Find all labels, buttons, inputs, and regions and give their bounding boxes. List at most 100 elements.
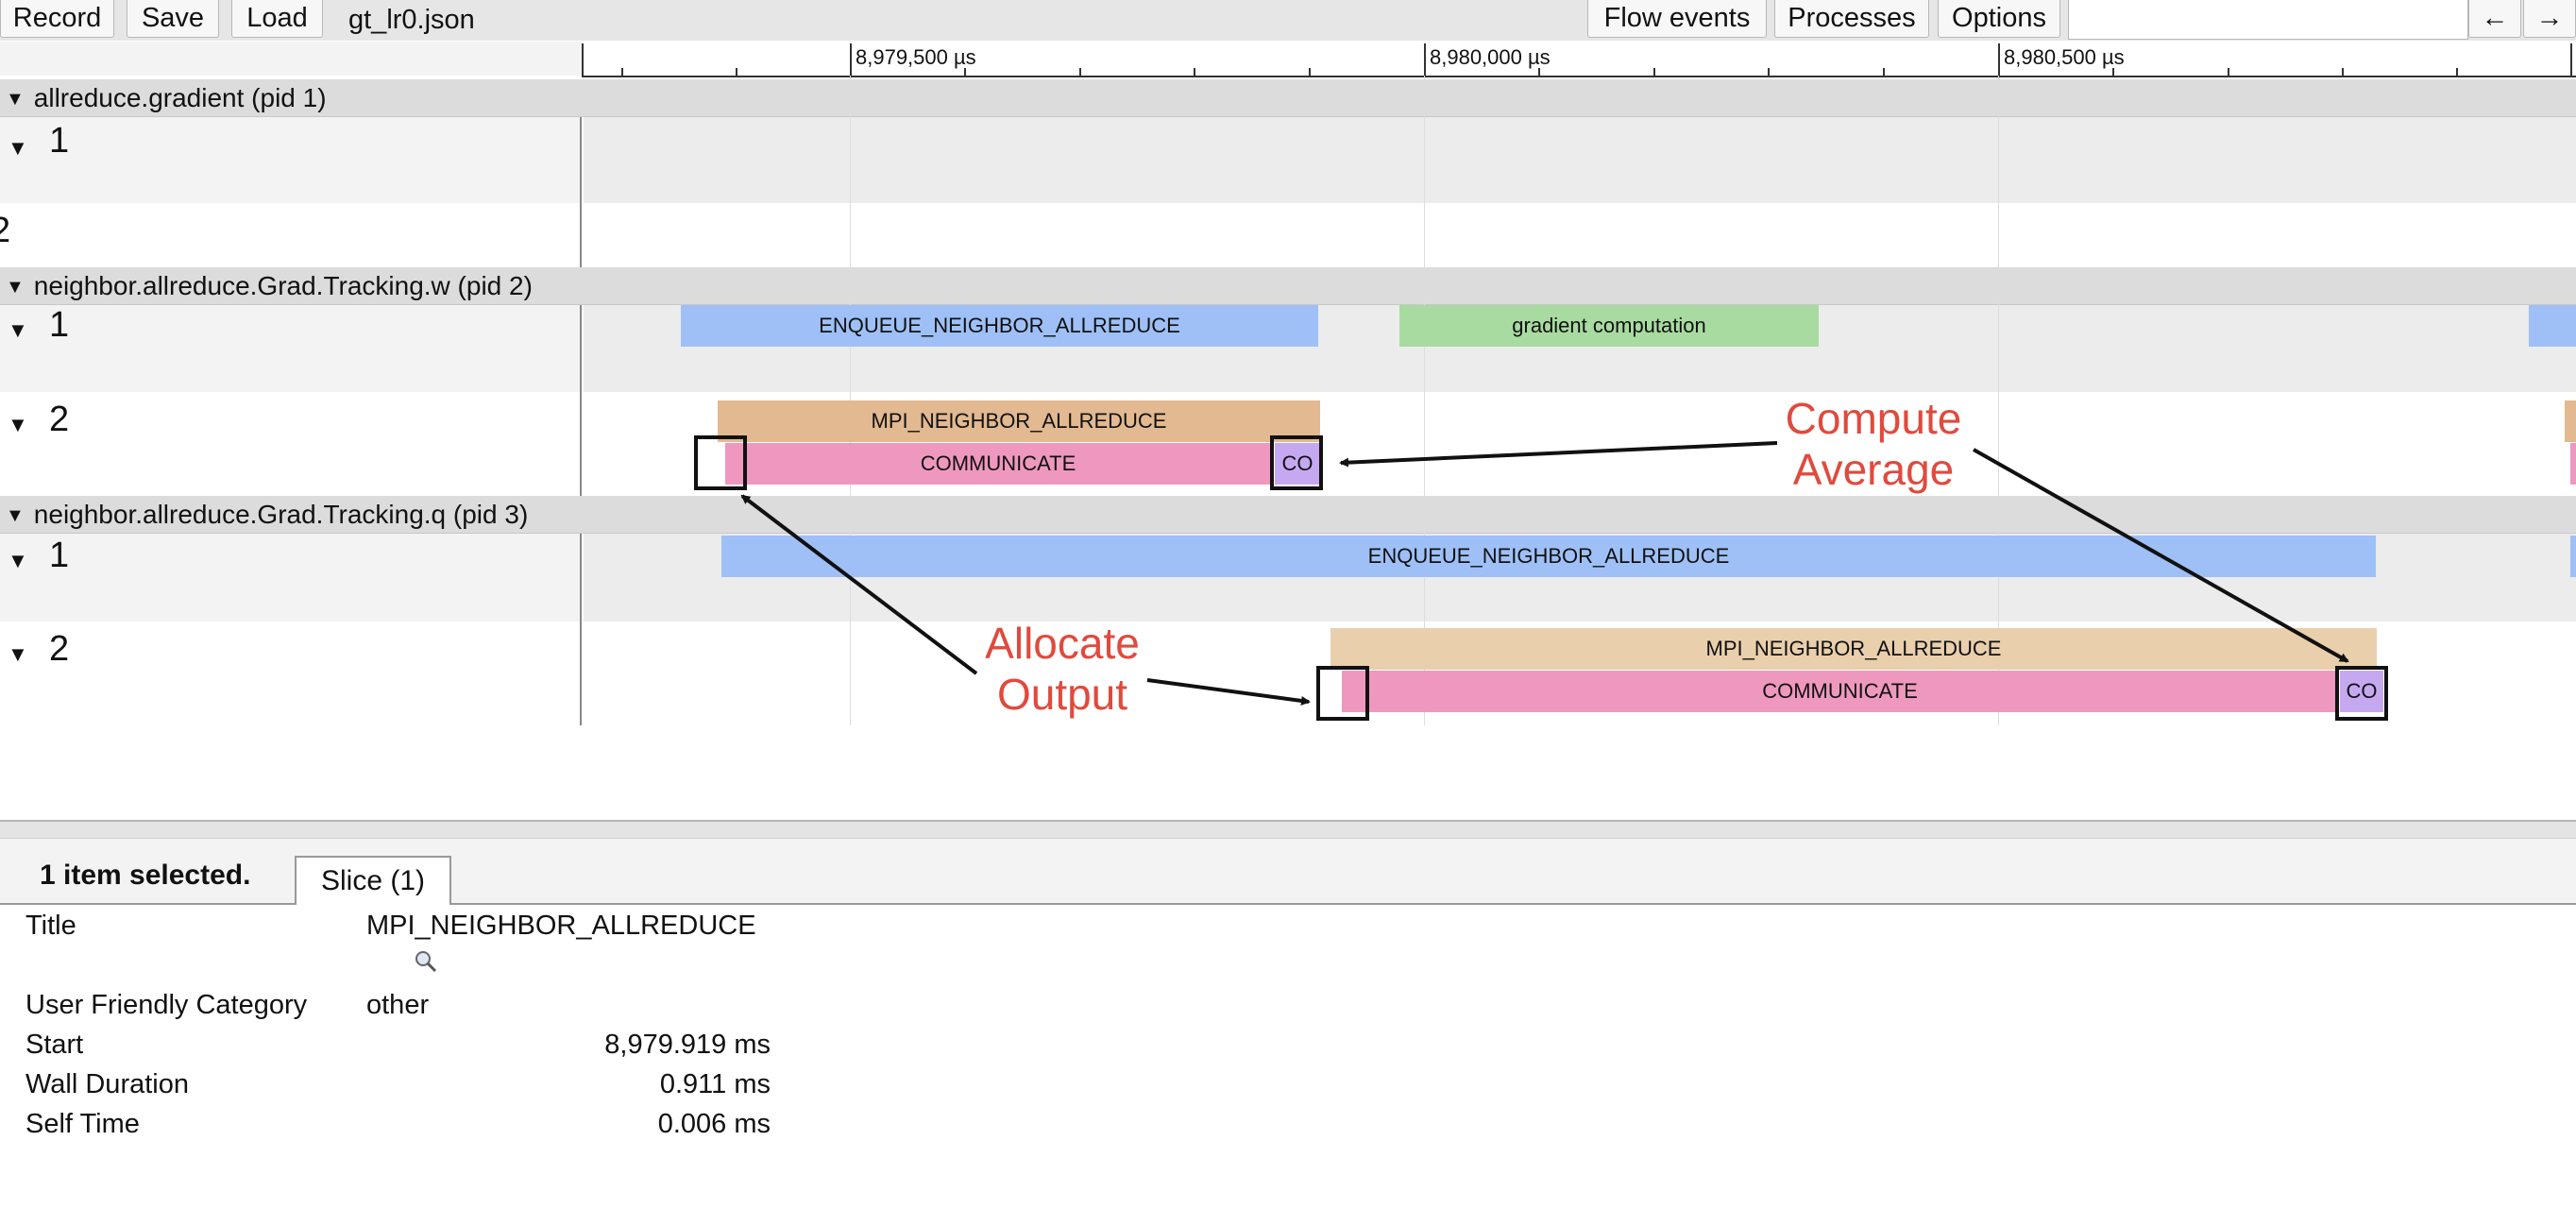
annotation-line: Output [996,670,1128,719]
prop-value-start: 8,979.919 ms [604,1030,771,1060]
slice-mpi-neighbor-allreduce[interactable]: MPI_NEIGHBOR_ALLREDUCE [1330,628,2377,670]
collapse-triangle-icon[interactable]: ▼ [8,413,28,436]
thread-id: 2 [49,629,70,669]
ruler-tick [1653,68,1655,76]
ruler-tick [2342,68,2344,76]
ruler-tick [1309,68,1311,76]
slice-gradient-computation[interactable]: gradient computation [1399,305,1819,347]
collapse-triangle-icon[interactable]: ▼ [6,505,25,526]
ruler-tick [1538,68,1540,76]
panel-resize-handle[interactable] [0,820,2576,839]
thread-label-pid1-t1[interactable]: ▼ 1 [0,117,582,203]
prop-label-category: User Friendly Category [25,990,308,1020]
ruler-label: 8,979,500 µs [856,45,976,69]
process-name: allreduce.gradient (pid 1) [33,83,327,112]
ruler-tick [1079,68,1081,76]
thread-id: 2 [49,400,70,439]
thread-track-pid1-t1[interactable] [584,117,2576,203]
gridline [1424,76,1425,725]
slice-mpi-neighbor-allreduce[interactable]: MPI_NEIGHBOR_ALLREDUCE [718,400,1320,442]
save-button[interactable]: Save [127,0,219,38]
collapse-triangle-icon[interactable]: ▼ [6,277,25,298]
ruler-label: 8,980,500 µs [2004,45,2125,69]
thread-id: 2 [0,211,11,250]
ruler-tick [1194,68,1195,76]
allocate-output-highlight [1316,666,1369,721]
thread-track-pid1-t2[interactable] [584,203,2576,267]
slice-edge[interactable] [2570,536,2576,577]
load-button[interactable]: Load [231,0,323,38]
process-name: neighbor.allreduce.Grad.Tracking.q (pid … [33,500,529,529]
thread-label-pid1-t2[interactable]: 2 [0,203,582,267]
arrow-to-allocate-output [1146,678,1311,706]
ruler-tick [1768,68,1770,76]
ruler-tick [2112,68,2114,76]
ruler-tick [1998,43,2000,76]
selection-count: 1 item selected. [40,860,251,891]
options-button[interactable]: Options [1938,0,2060,38]
gridline [1998,76,1999,725]
process-header-pid2[interactable]: ▼neighbor.allreduce.Grad.Tracking.w (pid… [0,267,2576,305]
collapse-triangle-icon[interactable]: ▼ [8,136,28,160]
ruler-tick [621,68,623,76]
compute-average-highlight [1270,435,1323,490]
collapse-triangle-icon[interactable]: ▼ [8,549,28,572]
slice-edge[interactable] [2565,400,2576,442]
process-header-pid1[interactable]: ▼ allreduce.gradient (pid 1) [0,79,2576,117]
annotation-line: Average [1792,445,1955,494]
allocate-output-highlight [694,435,747,490]
ruler-tick [2570,43,2572,76]
slice-enqueue-neighbor-allreduce[interactable]: ENQUEUE_NEIGHBOR_ALLREDUCE [721,536,2376,577]
collapse-triangle-icon[interactable]: ▼ [8,318,28,342]
arrow-to-compute-average [1973,448,2349,663]
slice-edge[interactable] [2529,305,2576,347]
thread-label-pid2-t1[interactable]: ▼ 1 [0,305,582,392]
processes-button[interactable]: Processes [1774,0,1929,38]
nav-back-button[interactable]: ← [2468,0,2521,38]
prop-value-title: MPI_NEIGHBOR_ALLREDUCE [366,911,756,941]
slice-enqueue-neighbor-allreduce[interactable]: ENQUEUE_NEIGHBOR_ALLREDUCE [681,305,1318,347]
collapse-triangle-icon[interactable]: ▼ [8,642,28,666]
prop-label-start: Start [25,1030,84,1060]
nav-forward-button[interactable]: → [2523,0,2576,38]
magnifier-icon[interactable] [414,949,438,974]
prop-value-category: other [366,990,430,1020]
slice-communicate[interactable]: COMMUNICATE [1342,671,2338,712]
annotation-line: Allocate [985,619,1140,668]
thread-label-pid3-t1[interactable]: ▼ 1 [0,534,582,622]
slice-compute-average[interactable]: CO [1275,443,1320,485]
arrow-to-compute-average [1339,441,1778,468]
ruler-label: 8,980,000 µs [1430,45,1551,69]
ruler-tick [964,68,966,76]
tab-slice[interactable]: Slice (1) [295,856,452,905]
ruler-tick [582,43,584,76]
record-button[interactable]: Record [0,0,114,38]
thread-id: 1 [49,121,70,161]
annotation-arrows [740,441,2349,706]
arrow-to-allocate-output [740,494,978,675]
thread-label-pid2-t2[interactable]: ▼ 2 [0,392,582,496]
analysis-panel-header: 1 item selected. Slice (1) [0,839,2576,905]
ruler-gutter [0,42,582,76]
trace-filename: gt_lr0.json [348,5,475,35]
ruler-tick [1424,43,1426,76]
ruler-tick [736,68,737,76]
time-ruler[interactable]: 8,979,500 µs 8,980,000 µs 8,980,500 µs [582,42,2576,77]
flow-events-button[interactable]: Flow events [1587,0,1767,38]
ruler-tick [2456,68,2458,76]
search-input[interactable] [2068,0,2468,40]
annotation-allocate-output: Allocate Output [954,618,1171,720]
annotation-compute-average: Compute Average [1760,393,1987,495]
process-header-pid3[interactable]: ▼ neighbor.allreduce.Grad.Tracking.q (pid… [0,496,2576,534]
thread-label-pid3-t2[interactable]: ▼ 2 [0,622,582,725]
prop-label-wall-duration: Wall Duration [25,1069,189,1099]
collapse-triangle-icon[interactable]: ▼ [6,89,25,110]
slice-communicate[interactable]: COMMUNICATE [725,443,1271,485]
slice-edge[interactable] [2570,443,2576,485]
compute-average-highlight [2335,666,2388,721]
ruler-tick [2228,68,2229,76]
toolbar: Record Save Load gt_lr0.json Flow events… [0,0,2576,41]
thread-id: 1 [49,536,70,575]
prop-value-self-time: 0.006 ms [657,1109,771,1139]
slice-compute-average[interactable]: CO [2340,671,2383,712]
